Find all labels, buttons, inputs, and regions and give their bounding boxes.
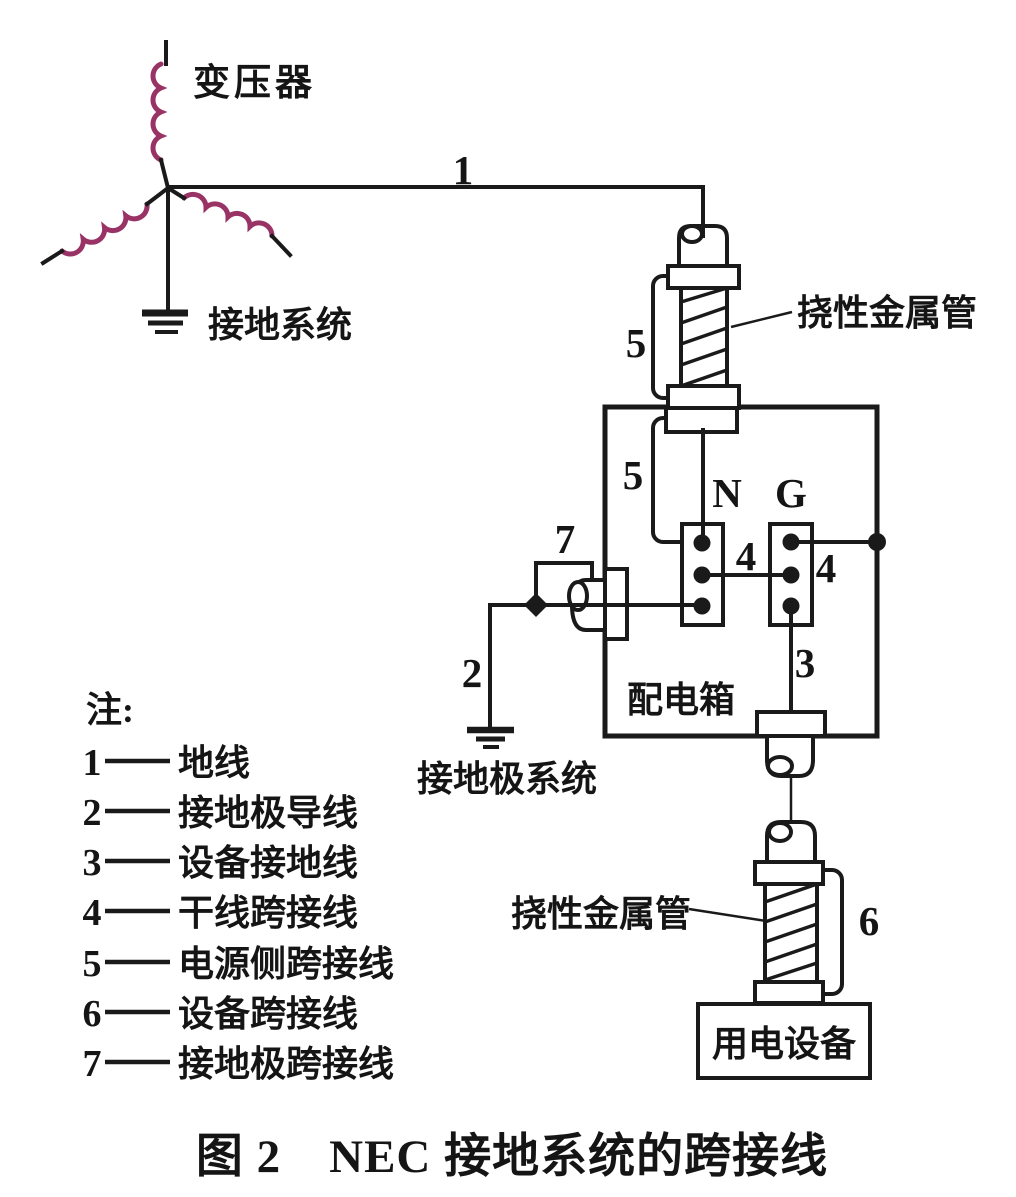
label-transformer: 变压器 [193, 62, 316, 104]
flexible-conduit-bottom-hatch [764, 882, 818, 982]
bottom-flange-lower [753, 980, 825, 1005]
ground-dot-top [782, 533, 800, 551]
wire-number-2: 2 [462, 650, 483, 696]
label-grounding-system: 接地系统 [208, 305, 352, 345]
label-terminal-g: G [775, 470, 807, 516]
legend-label-1: 地线 [178, 743, 250, 783]
legend-label-7: 接地极跨接线 [178, 1044, 394, 1084]
label-flexible-conduit-top: 挠性金属管 [797, 292, 977, 333]
wire-number-7: 7 [555, 516, 576, 562]
leader-flexible-conduit-bottom [688, 907, 767, 923]
box-entry-flange [664, 406, 739, 434]
legend-label-4: 干线跨接线 [178, 893, 358, 933]
neutral-dot-top [693, 534, 711, 552]
wire-number-4-main: 4 [736, 533, 757, 579]
figure-caption: 图 2 NEC 接地系统的跨接线 [196, 1131, 828, 1183]
legend-num-4: 4 [83, 892, 102, 934]
label-flexible-conduit-bottom: 挠性金属管 [511, 893, 691, 934]
label-grounding-electrode-system: 接地极系统 [417, 759, 597, 799]
electrode-junction-dot [524, 593, 548, 617]
neutral-dot-mid [693, 566, 711, 584]
transformer-coil-vertical [150, 61, 168, 163]
ground-dot-bottom [782, 597, 800, 615]
equipment-box-outline [696, 1002, 872, 1080]
neutral-dot-bottom [693, 597, 711, 615]
flexible-conduit-top-hatch [680, 286, 728, 388]
transformer-coil-right [181, 191, 275, 239]
bottom-conduit-assembly [696, 710, 872, 1080]
top-flange-upper [666, 264, 741, 290]
ground-dot-mid [782, 566, 800, 584]
legend-label-6: 设备跨接线 [178, 994, 358, 1034]
label-terminal-n: N [712, 470, 742, 516]
legend-label-5: 电源侧跨接线 [178, 944, 394, 984]
bottom-flange-upper [753, 860, 825, 886]
wire-number-6: 6 [859, 898, 880, 944]
box-edge-junction-dot [868, 533, 886, 551]
bottom-pipe-lower-opening [767, 821, 793, 843]
transformer-leads [40, 157, 293, 266]
ground-symbol-electrode [467, 726, 514, 749]
connection-dots [524, 533, 886, 617]
grounding-electrode-jumper-strap [534, 561, 594, 607]
legend-num-7: 7 [83, 1043, 102, 1085]
wire-1-ground-wire [166, 185, 705, 242]
top-conduit-assembly [651, 219, 741, 410]
wire-number-4-right: 4 [816, 545, 837, 591]
legend-num-6: 6 [83, 993, 102, 1035]
label-equipment: 用电设备 [712, 1024, 857, 1064]
label-distribution-box: 配电箱 [627, 680, 735, 720]
box-bottom-flange [755, 710, 827, 738]
legend-num-2: 2 [83, 792, 102, 834]
legend-label-3: 设备接地线 [178, 843, 358, 883]
wire-number-5-outer: 5 [626, 320, 647, 366]
wire-number-1: 1 [453, 147, 474, 193]
transformer-coil-left [59, 201, 150, 257]
legend-num-5: 5 [83, 943, 102, 985]
left-entry-assembly [534, 561, 629, 641]
transformer-symbol [40, 40, 293, 334]
wire-number-3: 3 [795, 640, 816, 686]
bottom-pipe-upper-opening [766, 755, 794, 777]
legend-label-2: 接地极导线 [178, 793, 358, 833]
legend: 注: 1 地线 2 接地极导线 3 设备接地线 4 干线跨接线 5 电源侧跨接线… [83, 690, 395, 1085]
ground-symbol-system [142, 309, 188, 334]
legend-num-3: 3 [83, 842, 102, 884]
wire-number-5-inner: 5 [623, 452, 644, 498]
top-flange-lower [666, 384, 741, 410]
legend-heading: 注: [86, 690, 134, 730]
leader-flexible-conduit-top [730, 310, 793, 329]
top-pipe-opening [680, 224, 704, 244]
legend-num-1: 1 [83, 742, 102, 784]
